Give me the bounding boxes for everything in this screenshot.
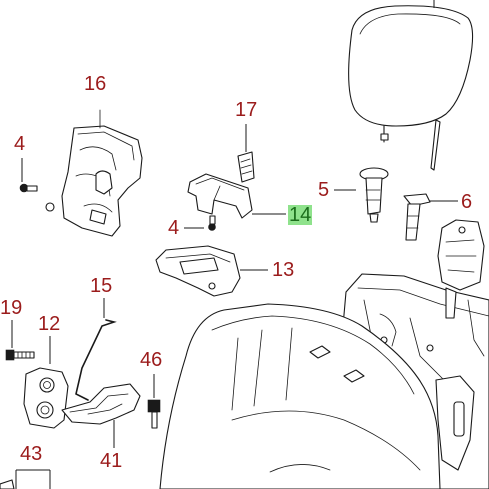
callout-19[interactable]: 19 [0,297,23,319]
callout-15[interactable]: 15 [90,275,113,297]
bracket-part-16[interactable] [45,109,143,237]
callout-4-left[interactable]: 4 [14,133,26,155]
leader-part-43[interactable] [0,469,51,489]
cover-part-13[interactable] [155,245,268,297]
callout-14-highlighted[interactable]: 14 [288,204,313,226]
callout-41[interactable]: 41 [100,450,123,472]
guide-part-14[interactable] [187,173,286,219]
screw-part-4-middle[interactable] [184,215,216,231]
hinge-plate-part-12[interactable] [23,336,69,429]
headrest[interactable] [348,0,474,171]
callout-43[interactable]: 43 [20,443,43,465]
callout-46[interactable]: 46 [140,349,163,371]
callout-4-middle[interactable]: 4 [168,217,180,239]
pin-part-6[interactable] [403,193,458,241]
latch-assembly[interactable] [437,219,485,319]
callout-17[interactable]: 17 [235,99,258,121]
seat-cover[interactable] [159,303,441,489]
bracket-part-41[interactable] [61,383,141,448]
bolt-part-46[interactable] [147,374,161,429]
callout-6[interactable]: 6 [461,191,473,213]
pin-part-5[interactable] [334,167,389,223]
callout-5[interactable]: 5 [318,179,330,201]
callout-12[interactable]: 12 [38,313,61,335]
bolt-part-19[interactable] [5,320,35,361]
callout-16[interactable]: 16 [84,73,107,95]
rod-part-15[interactable] [75,298,117,401]
screw-part-4-left[interactable] [19,158,38,193]
callout-13[interactable]: 13 [272,259,295,281]
clip-part-17[interactable] [237,124,255,183]
